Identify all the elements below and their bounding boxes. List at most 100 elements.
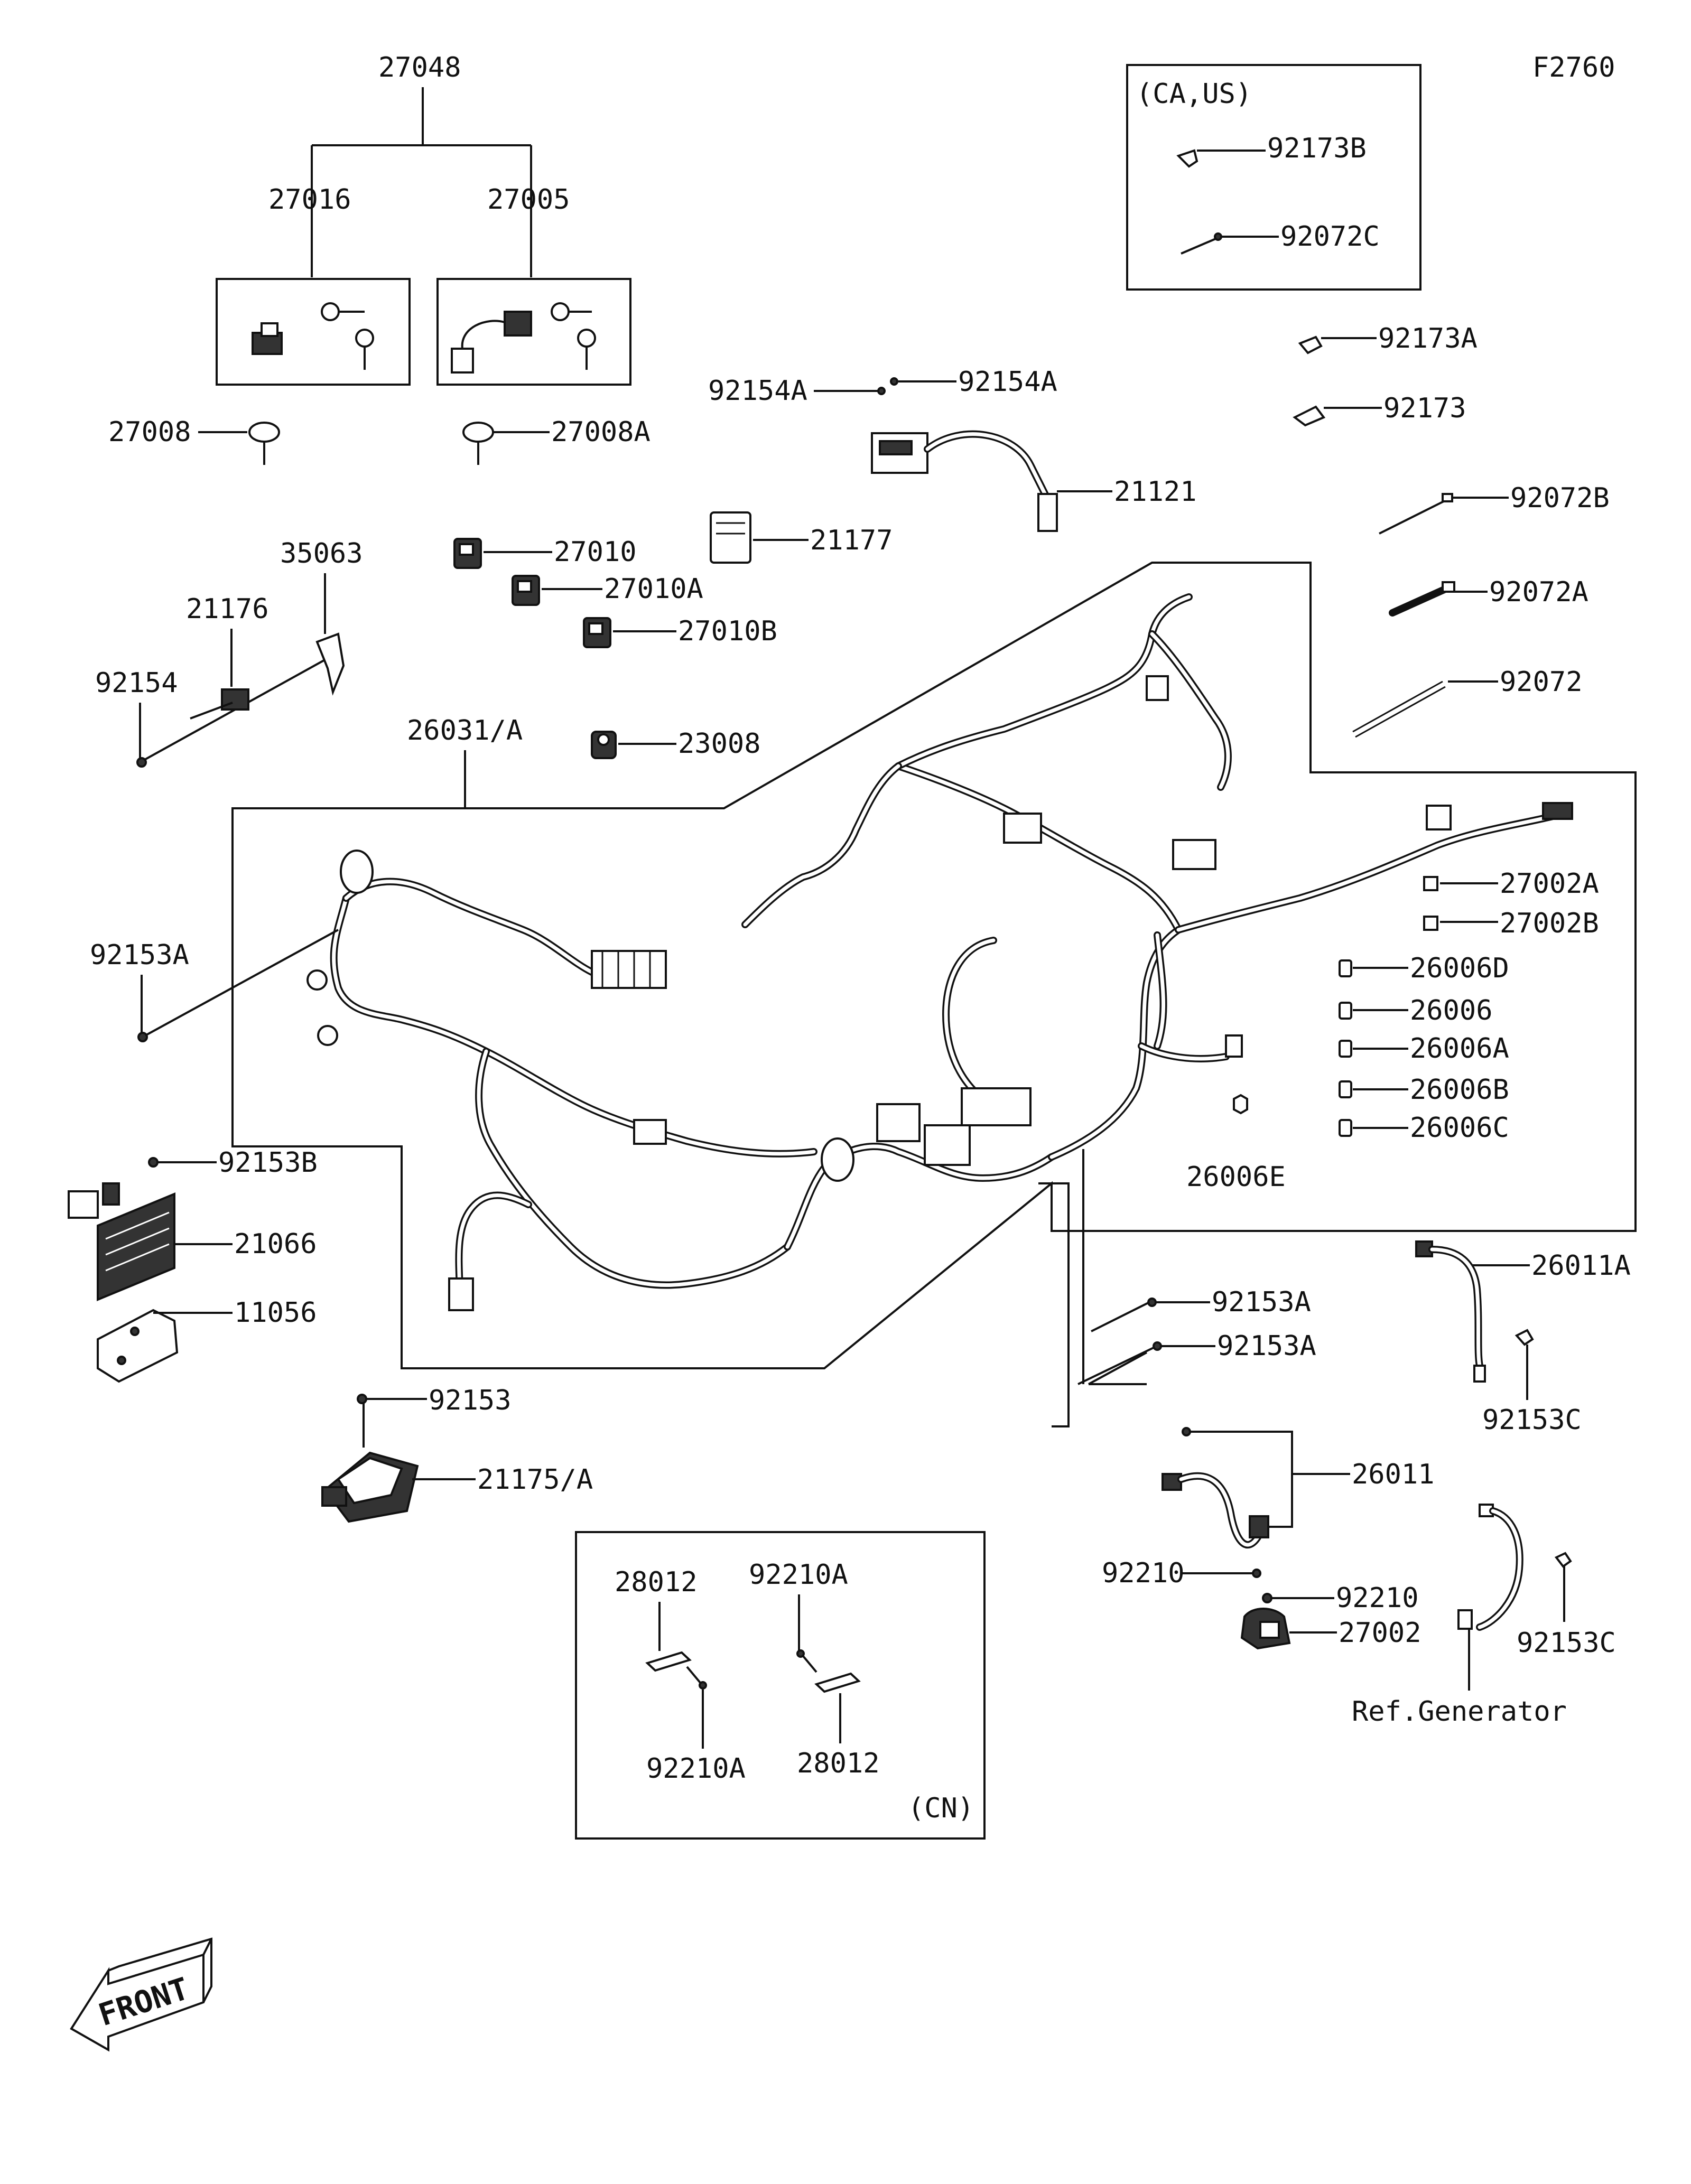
- label-92072C[interactable]: 92072C: [1280, 221, 1380, 253]
- plate-icon: [97, 1309, 179, 1383]
- reflector-icon: [814, 1672, 861, 1693]
- key-icon: [462, 422, 494, 465]
- region-cn: (CN): [908, 1793, 974, 1824]
- label-92153A-right2[interactable]: 92153A: [1217, 1330, 1316, 1362]
- label-26011A[interactable]: 26011A: [1531, 1250, 1631, 1282]
- label-28012-left[interactable]: 28012: [615, 1566, 698, 1598]
- label-26006[interactable]: 26006: [1410, 995, 1493, 1026]
- reflector-icon: [645, 1651, 692, 1672]
- fuse-box-icon: [876, 1103, 921, 1142]
- label-92173B[interactable]: 92173B: [1267, 133, 1367, 164]
- label-92153B[interactable]: 92153B: [218, 1147, 318, 1179]
- label-26006E[interactable]: 26006E: [1186, 1161, 1286, 1193]
- label-26031[interactable]: 26031/A: [407, 715, 523, 746]
- label-92210A-top[interactable]: 92210A: [749, 1559, 848, 1591]
- switch-icon: [583, 617, 611, 648]
- label-27010A[interactable]: 27010A: [604, 573, 703, 605]
- label-21175[interactable]: 21175/A: [477, 1464, 593, 1496]
- clip-icon: [1298, 335, 1323, 354]
- label-92153C-1[interactable]: 92153C: [1482, 1404, 1582, 1436]
- label-27008A[interactable]: 27008A: [551, 416, 651, 448]
- starter-relay-group: 26011 92210 92210 27002: [1102, 1427, 1435, 1650]
- harness-frame: [231, 562, 1637, 1369]
- sensor-icon: [221, 688, 249, 711]
- generator-cable-icon: [1457, 1504, 1523, 1631]
- terminal-icon: [1423, 876, 1438, 891]
- label-92072[interactable]: 92072: [1500, 666, 1583, 698]
- label-27048[interactable]: 27048: [378, 52, 461, 83]
- switches-group: 27010 27010A 27010B 23008 21177: [453, 511, 893, 760]
- label-23008[interactable]: 23008: [678, 728, 761, 760]
- label-27002B[interactable]: 27002B: [1500, 908, 1599, 939]
- label-26006C[interactable]: 26006C: [1410, 1112, 1509, 1144]
- label-27010[interactable]: 27010: [554, 536, 637, 568]
- regulator-group: 92153B 21066 11056: [68, 1147, 318, 1383]
- label-92153C-2[interactable]: 92153C: [1517, 1627, 1616, 1659]
- region-ca-us: (CA,US): [1136, 78, 1252, 110]
- label-21121[interactable]: 21121: [1114, 476, 1197, 508]
- label-26006D[interactable]: 26006D: [1410, 953, 1509, 984]
- switch-icon: [453, 538, 482, 569]
- label-92153[interactable]: 92153: [429, 1385, 512, 1416]
- bracket-icon: [315, 632, 345, 696]
- key-pair-icon: [321, 302, 374, 370]
- label-92154A-left[interactable]: 92154A: [708, 375, 807, 407]
- starter-relay-icon: [1240, 1608, 1291, 1650]
- label-27002A[interactable]: 27002A: [1500, 868, 1599, 900]
- label-27008[interactable]: 27008: [108, 416, 191, 448]
- relay-block-icon: [961, 1087, 1032, 1126]
- diagram-id: F2760: [1532, 52, 1615, 83]
- fuse-box-icon: [924, 1124, 971, 1166]
- socket-icon: [591, 731, 617, 759]
- ignition-coil-icon: [871, 430, 1058, 532]
- label-92072B[interactable]: 92072B: [1510, 482, 1610, 514]
- clip-icon: [1293, 405, 1326, 427]
- label-27002[interactable]: 27002: [1339, 1617, 1421, 1649]
- wiring-harness-icon: [306, 593, 1573, 1311]
- main-harness-group: 26031/A: [90, 562, 1637, 1369]
- nut-icon: [1554, 1552, 1572, 1568]
- ca-us-box: (CA,US) 92173B 92072C: [1126, 64, 1421, 291]
- label-21177[interactable]: 21177: [810, 525, 893, 556]
- label-92154[interactable]: 92154: [95, 667, 178, 699]
- cable-tie-icon: [1389, 585, 1449, 617]
- regulator-icon: [68, 1182, 175, 1301]
- cable-tie-icon: [1352, 680, 1446, 738]
- connector-icon: [1339, 1119, 1352, 1137]
- connector-icon: [1339, 1002, 1352, 1020]
- label-27005[interactable]: 27005: [487, 184, 570, 216]
- label-21176[interactable]: 21176: [186, 593, 269, 625]
- label-27016[interactable]: 27016: [268, 184, 351, 216]
- switch-icon: [512, 575, 540, 606]
- label-92210-left[interactable]: 92210: [1102, 1557, 1185, 1589]
- label-92153A-left[interactable]: 92153A: [90, 939, 189, 971]
- battery-leads-group: 26011A 92153C: [1415, 1240, 1631, 1436]
- terminals-group: 27002A 27002B 26006D 26006 26006A 26006B…: [1186, 868, 1599, 1193]
- label-92153A-right1[interactable]: 92153A: [1212, 1286, 1311, 1318]
- label-92072A[interactable]: 92072A: [1489, 576, 1588, 608]
- cn-box: 28012 92210A 92210A 28012 (CN): [575, 1531, 986, 1840]
- label-26006B[interactable]: 26006B: [1410, 1074, 1509, 1106]
- label-92173A[interactable]: 92173A: [1378, 323, 1478, 354]
- relay-box-icon: [710, 511, 751, 564]
- ignition-switch-icon: [451, 302, 596, 374]
- ground-leads-group: 92153A 92153A: [1038, 1149, 1316, 1427]
- key-set-group: 27048 27016 27005 27008: [108, 52, 651, 465]
- bracket-group: 35063 21176 92154: [95, 538, 363, 768]
- label-35063[interactable]: 35063: [280, 538, 363, 570]
- label-26011[interactable]: 26011: [1352, 1459, 1435, 1490]
- label-92154A-right[interactable]: 92154A: [958, 366, 1057, 398]
- label-92210-right[interactable]: 92210: [1336, 1582, 1419, 1614]
- label-21066[interactable]: 21066: [234, 1228, 317, 1260]
- label-28012-right[interactable]: 28012: [797, 1748, 880, 1779]
- label-26006A[interactable]: 26006A: [1410, 1033, 1509, 1065]
- ecu-icon: [321, 1451, 419, 1523]
- starter-cable-icon: [1162, 1472, 1269, 1548]
- battery-cable-icon: [1415, 1240, 1486, 1383]
- label-92173[interactable]: 92173: [1383, 393, 1466, 424]
- label-92210A-bottom[interactable]: 92210A: [646, 1753, 746, 1785]
- label-27010B[interactable]: 27010B: [678, 615, 777, 647]
- ref-generator[interactable]: Ref.Generator: [1352, 1696, 1567, 1728]
- label-11056[interactable]: 11056: [234, 1297, 317, 1329]
